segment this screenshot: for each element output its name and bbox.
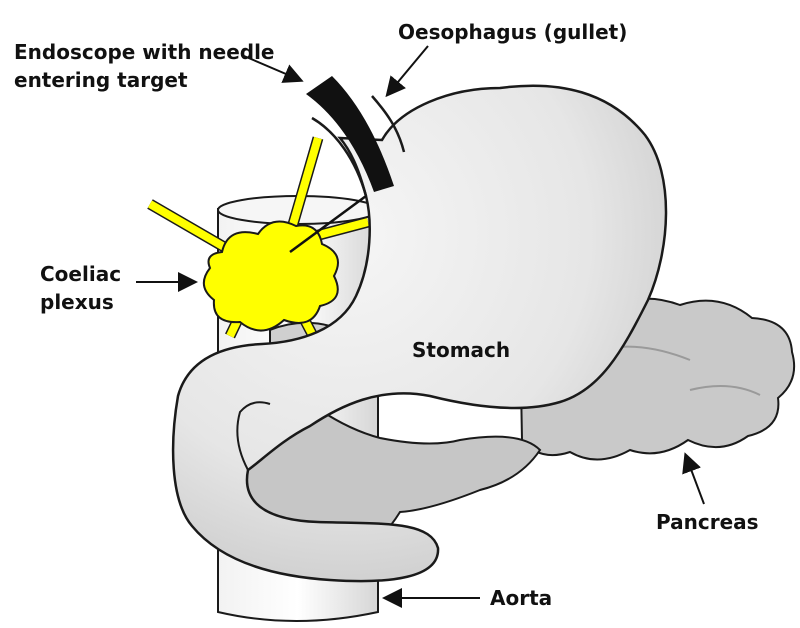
oesophagus-label: Oesophagus (gullet) [398,18,627,46]
endoscope-label-line2: entering target [14,66,275,94]
coeliac-label: Coeliac plexus [40,260,121,316]
stomach-label-text: Stomach [412,336,510,364]
coeliac-label-line2: plexus [40,288,121,316]
pancreas-arrow [686,456,704,504]
coeliac-label-line1: Coeliac [40,260,121,288]
aorta-label: Aorta [490,584,552,612]
aorta-label-text: Aorta [490,584,552,612]
stomach-label: Stomach [412,336,510,364]
endoscope-label-line1: Endoscope with needle [14,38,275,66]
pancreas-label: Pancreas [656,508,759,536]
oesophagus-arrow [388,46,428,94]
oesophagus-label-text: Oesophagus (gullet) [398,18,627,46]
endoscope-label: Endoscope with needle entering target [14,38,275,94]
pancreas-label-text: Pancreas [656,508,759,536]
